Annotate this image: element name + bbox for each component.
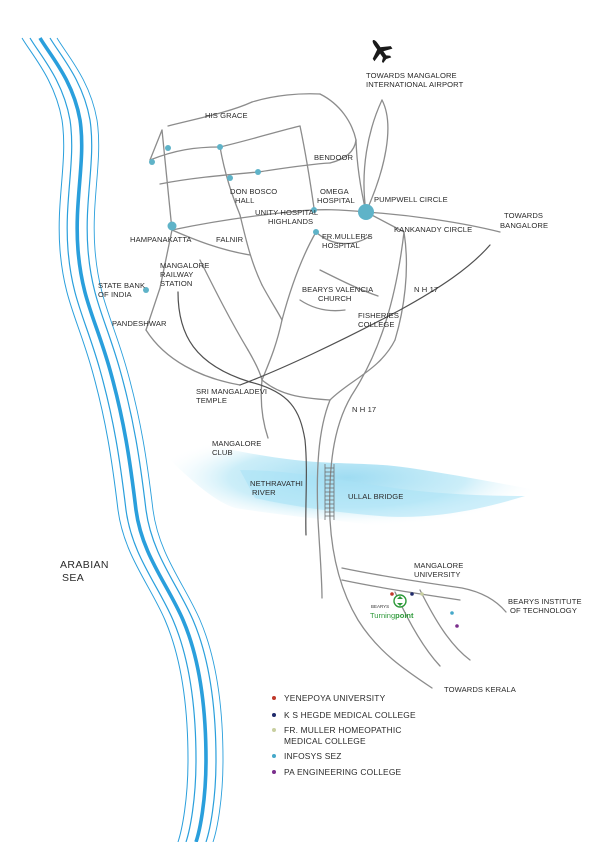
arabian-sea-coast-lines bbox=[21, 37, 224, 842]
label-towards-kerala: TOWARDS KERALA bbox=[444, 685, 517, 694]
legend-item: FR. MULLER HOMEOPATHIC MEDICAL COLLEGE bbox=[272, 725, 472, 746]
label-fisheries-2: COLLEGE bbox=[358, 320, 395, 329]
label-towards-bangalore-2: BANGALORE bbox=[500, 221, 548, 230]
nethravathi-river bbox=[150, 428, 545, 528]
junction-don-bosco-east bbox=[255, 169, 261, 175]
institution-dots bbox=[390, 592, 459, 628]
legend-dot bbox=[272, 696, 276, 700]
junction-markers bbox=[143, 144, 374, 293]
label-railway-1: MANGALORE bbox=[160, 261, 209, 270]
brand-name-a: Turning bbox=[370, 611, 395, 620]
label-mangalore-univ-2: UNIVERSITY bbox=[414, 570, 461, 579]
label-unity-1: UNITY HOSPITAL bbox=[255, 208, 318, 217]
label-railway-3: STATION bbox=[160, 279, 192, 288]
label-don-bosco-2: HALL bbox=[235, 196, 254, 205]
label-nh17-a: N H 17 bbox=[414, 285, 438, 294]
label-mangalore-club-1: MANGALORE bbox=[212, 439, 261, 448]
label-ullal-bridge: ULLAL BRIDGE bbox=[348, 492, 403, 501]
label-kankanady: KANKANADY CIRCLE bbox=[394, 225, 472, 234]
legend-item: YENEPOYA UNIVERSITY bbox=[272, 693, 472, 704]
label-railway-2: RAILWAY bbox=[160, 270, 193, 279]
label-falnir: FALNIR bbox=[216, 235, 244, 244]
label-arabian-sea-2: SEA bbox=[62, 572, 84, 584]
brand-logo: BEARYS Turningpoint bbox=[370, 594, 414, 620]
legend-label: YENEPOYA UNIVERSITY bbox=[284, 693, 386, 703]
label-omega-1: OMEGA bbox=[320, 187, 350, 196]
junction-unity bbox=[311, 207, 317, 213]
label-pandeshwar: PANDESHWAR bbox=[112, 319, 167, 328]
label-sbi-2: OF INDIA bbox=[98, 290, 133, 299]
label-sbi-1: STATE BANK bbox=[98, 281, 145, 290]
junction-hampankatta bbox=[167, 221, 177, 231]
label-his-grace: HIS GRACE bbox=[205, 111, 248, 120]
label-bendoor: BENDOOR bbox=[314, 153, 354, 162]
label-nethravathi-2: RIVER bbox=[252, 488, 276, 497]
label-fr-muller-1: FR.MULLER'S bbox=[322, 232, 373, 241]
legend-dot bbox=[272, 769, 276, 774]
legend-item: K S HEGDE MEDICAL COLLEGE bbox=[272, 710, 472, 721]
dot-infosys bbox=[450, 611, 454, 615]
label-bearys-inst-1: BEARYS INSTITUTE bbox=[508, 597, 582, 606]
label-hampankatta: HAMPANAKATTA bbox=[130, 235, 192, 244]
dot-ks-hegde bbox=[410, 592, 414, 596]
legend-dot bbox=[272, 754, 276, 758]
airplane-icon bbox=[372, 39, 393, 64]
legend-item: INFOSYS SEZ bbox=[272, 751, 472, 762]
junction-pumpwell bbox=[358, 204, 374, 220]
dot-pa-engineering bbox=[455, 624, 459, 628]
label-airport-1: TOWARDS MANGALORE bbox=[366, 71, 457, 80]
brand-name: Turningpoint bbox=[370, 611, 414, 620]
label-don-bosco-1: DON BOSCO bbox=[230, 187, 277, 196]
label-omega-2: HOSPITAL bbox=[317, 196, 355, 205]
label-mangaladevi-2: TEMPLE bbox=[196, 396, 227, 405]
dot-yenepoya bbox=[390, 592, 394, 596]
label-nethravathi-1: NETHRAVATHI bbox=[250, 479, 303, 488]
railway-lines bbox=[177, 244, 491, 536]
legend-label: FR. MULLER HOMEOPATHIC MEDICAL COLLEGE bbox=[284, 725, 402, 746]
junction-west bbox=[149, 159, 155, 165]
label-nh17-b: N H 17 bbox=[352, 405, 376, 414]
label-mangaladevi-1: SRI MANGALADEVI bbox=[196, 387, 267, 396]
label-fr-muller-2: HOSPITAL bbox=[322, 241, 360, 250]
label-towards-bangalore-1: TOWARDS bbox=[504, 211, 543, 220]
map-labels: TOWARDS MANGALORE INTERNATIONAL AIRPORT … bbox=[60, 71, 582, 694]
junction-don-bosco bbox=[227, 175, 233, 181]
label-unity-2: HIGHLANDS bbox=[268, 217, 313, 226]
ullal-bridge bbox=[324, 464, 335, 520]
legend-label: PA ENGINEERING COLLEGE bbox=[284, 766, 402, 777]
legend-label: K S HEGDE MEDICAL COLLEGE bbox=[284, 709, 416, 720]
legend-dot bbox=[272, 728, 276, 732]
brand-small-text: BEARYS bbox=[371, 604, 389, 609]
label-bearys-valencia-1: BEARYS VALENCIA bbox=[302, 285, 374, 294]
junction-fr-muller bbox=[313, 229, 319, 235]
dot-fr-muller-homeo bbox=[420, 592, 424, 596]
label-arabian-sea-1: ARABIAN bbox=[60, 559, 109, 571]
legend-label: INFOSYS SEZ bbox=[284, 751, 342, 761]
label-fisheries-1: FISHERIES bbox=[358, 311, 399, 320]
label-bearys-valencia-2: CHURCH bbox=[318, 294, 352, 303]
recycle-logo bbox=[393, 594, 407, 608]
brand-name-b: point bbox=[395, 611, 414, 620]
label-bearys-inst-2: OF TECHNOLOGY bbox=[510, 606, 577, 615]
label-mangalore-club-2: CLUB bbox=[212, 448, 233, 457]
legend-dot bbox=[272, 712, 276, 717]
legend-item: PA ENGINEERING COLLEGE bbox=[272, 767, 472, 778]
junction-his-grace-west bbox=[165, 145, 171, 151]
map-legend: YENEPOYA UNIVERSITY K S HEGDE MEDICAL COL… bbox=[272, 688, 472, 777]
label-pumpwell: PUMPWELL CIRCLE bbox=[374, 195, 448, 204]
label-airport-2: INTERNATIONAL AIRPORT bbox=[366, 80, 464, 89]
label-mangalore-univ-1: MANGALORE bbox=[414, 561, 463, 570]
junction-state-bank bbox=[143, 287, 149, 293]
junction-his-grace bbox=[217, 144, 223, 150]
